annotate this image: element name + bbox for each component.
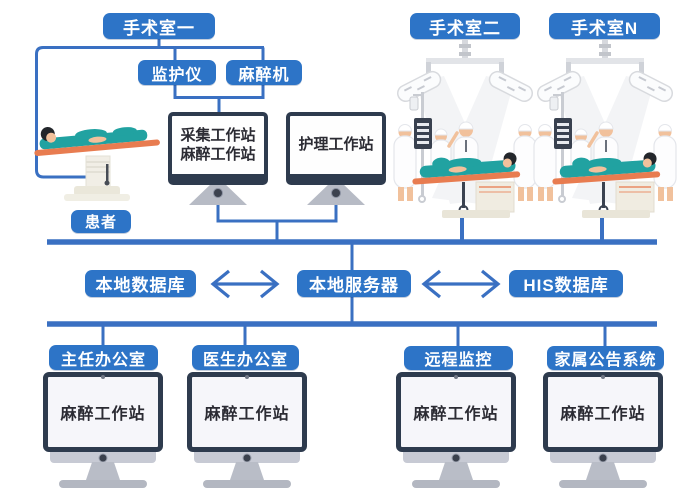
monitor-stand [586,462,620,480]
patient-label: 患者 [71,210,131,233]
monitor-chin [194,452,300,463]
monitor-logo-dot-icon [98,453,108,462]
family-announce-monitor: 麻醉工作站 [543,372,663,488]
director-office-label: 主任办公室 [49,345,158,370]
acquisition-workstation-line1: 采集工作站 [180,126,256,144]
monitor-chin [550,452,656,463]
monitor-stand [230,462,264,480]
monitor-base [412,480,500,488]
camera-dot-icon [101,375,105,379]
local-server-label: 本地服务器 [297,270,411,297]
monitor-chin [403,452,509,463]
monitor-chin [50,452,156,463]
orn-label: 手术室N [549,13,660,39]
monitor-logo-dot-icon [598,453,608,462]
nursing-workstation-monitor: 护理工作站 [286,112,386,205]
acquisition-workstation-monitor: 采集工作站 麻醉工作站 [168,112,268,205]
his-database-label: HIS数据库 [509,270,623,297]
double-arrow-icon [421,269,501,299]
monitor-base [59,480,147,488]
doctor-office-label: 医生办公室 [192,345,299,370]
monitor-device-label: 监护仪 [138,60,216,85]
family-announce-label: 家属公告系统 [547,346,664,370]
or2-label: 手术室二 [410,13,520,39]
doctor-office-screen: 麻醉工作站 [187,372,307,452]
anesthesia-machine-label: 麻醉机 [226,60,302,85]
patient-on-table-illustration [34,126,160,201]
nursing-workstation-label: 护理工作站 [298,136,374,154]
remote-monitoring-screen: 麻醉工作站 [396,372,516,452]
remote-monitoring-monitor: 麻醉工作站 [396,372,516,488]
monitor-logo-dot-icon [451,453,461,462]
doctor-office-monitor: 麻醉工作站 [187,372,307,488]
monitor-hinge-icon [331,188,341,198]
nursing-workstation-screen: 护理工作站 [286,112,386,185]
camera-dot-icon [601,375,605,379]
monitor-stand [86,462,120,480]
monitor-stand [439,462,473,480]
director-office-screen: 麻醉工作站 [43,372,163,452]
acquisition-workstation-line2: 麻醉工作站 [180,146,256,163]
director-office-monitor: 麻醉工作站 [43,372,163,488]
family-announce-screen: 麻醉工作站 [543,372,663,452]
camera-dot-icon [245,375,249,379]
monitor-base [203,480,291,488]
remote-monitoring-label: 远程监控 [404,346,513,370]
monitor-hinge-icon [213,188,223,198]
camera-dot-icon [454,375,458,379]
local-database-label: 本地数据库 [85,270,196,297]
monitor-logo-dot-icon [242,453,252,462]
operating-room-2-illustration [392,40,538,218]
or1-label: 手术室一 [103,13,215,39]
monitor-base [559,480,647,488]
double-arrow-icon [210,269,280,299]
acquisition-workstation-screen: 采集工作站 麻醉工作站 [168,112,268,185]
operating-room-n-illustration [532,40,678,218]
